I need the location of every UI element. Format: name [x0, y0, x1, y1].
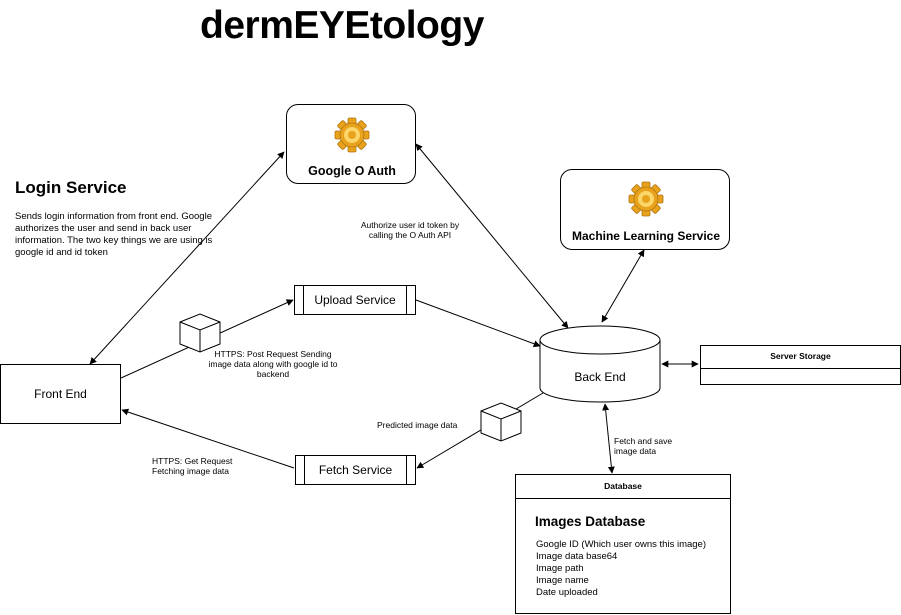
- cube-icon: [179, 313, 221, 353]
- get-request-label: HTTPS: Get Request Fetching image data: [152, 456, 233, 476]
- database-header: Database: [604, 481, 642, 491]
- edge-backend-database: [602, 403, 615, 474]
- database-node[interactable]: Database Images Database Google ID (Whic…: [515, 474, 731, 614]
- cube-icon: [480, 402, 522, 442]
- upload-service-node[interactable]: Upload Service: [294, 285, 416, 315]
- database-field: Image path: [536, 563, 584, 574]
- database-field: Image name: [536, 575, 589, 586]
- gear-icon: [628, 181, 664, 217]
- google-oauth-label: Google O Auth: [308, 164, 396, 178]
- server-storage-label: Server Storage: [770, 351, 831, 361]
- database-field: Date uploaded: [536, 587, 598, 598]
- front-end-node[interactable]: Front End: [0, 364, 121, 424]
- login-description: Sends login information from front end. …: [15, 211, 213, 258]
- divider: [516, 498, 730, 499]
- ml-service-node[interactable]: Machine Learning Service: [560, 169, 730, 250]
- fetch-save-label: Fetch and save image data: [614, 436, 673, 456]
- edge-backend-fetch: [416, 392, 544, 469]
- database-field: Image data base64: [536, 551, 618, 562]
- database-title: Images Database: [535, 514, 646, 529]
- process-bar-right: [406, 286, 407, 314]
- front-end-label: Front End: [34, 387, 87, 401]
- backend-cylinder: [539, 325, 661, 403]
- process-bar-right: [406, 456, 407, 484]
- authorize-label: Authorize user id token by calling the O…: [360, 220, 460, 240]
- google-oauth-node[interactable]: Google O Auth: [286, 104, 416, 184]
- predicted-label: Predicted image data: [377, 420, 458, 430]
- database-fields: Google ID (Which user owns this image) I…: [536, 539, 706, 599]
- login-heading: Login Service: [15, 178, 127, 197]
- ml-service-label: Machine Learning Service: [571, 229, 721, 243]
- edge-frontend-oauth: [89, 151, 285, 365]
- process-bar-left: [303, 286, 304, 314]
- post-request-label: HTTPS: Post Request Sending image data a…: [208, 349, 338, 379]
- gear-icon: [334, 117, 370, 153]
- page-title: dermEYEtology: [200, 4, 484, 47]
- back-end-label: Back End: [574, 370, 626, 384]
- fetch-service-label: Fetch Service: [318, 463, 393, 477]
- divider: [701, 368, 900, 369]
- database-field: Google ID (Which user owns this image): [536, 539, 707, 550]
- edge-oauth-backend: [415, 143, 569, 329]
- edge-upload-backend: [415, 299, 541, 348]
- upload-service-label: Upload Service: [314, 293, 396, 307]
- server-storage-node[interactable]: Server Storage: [700, 345, 901, 385]
- process-bar-left: [304, 456, 305, 484]
- fetch-service-node[interactable]: Fetch Service: [295, 455, 416, 485]
- edge-ml-backend: [601, 249, 645, 323]
- edge-fetch-frontend: [121, 408, 295, 469]
